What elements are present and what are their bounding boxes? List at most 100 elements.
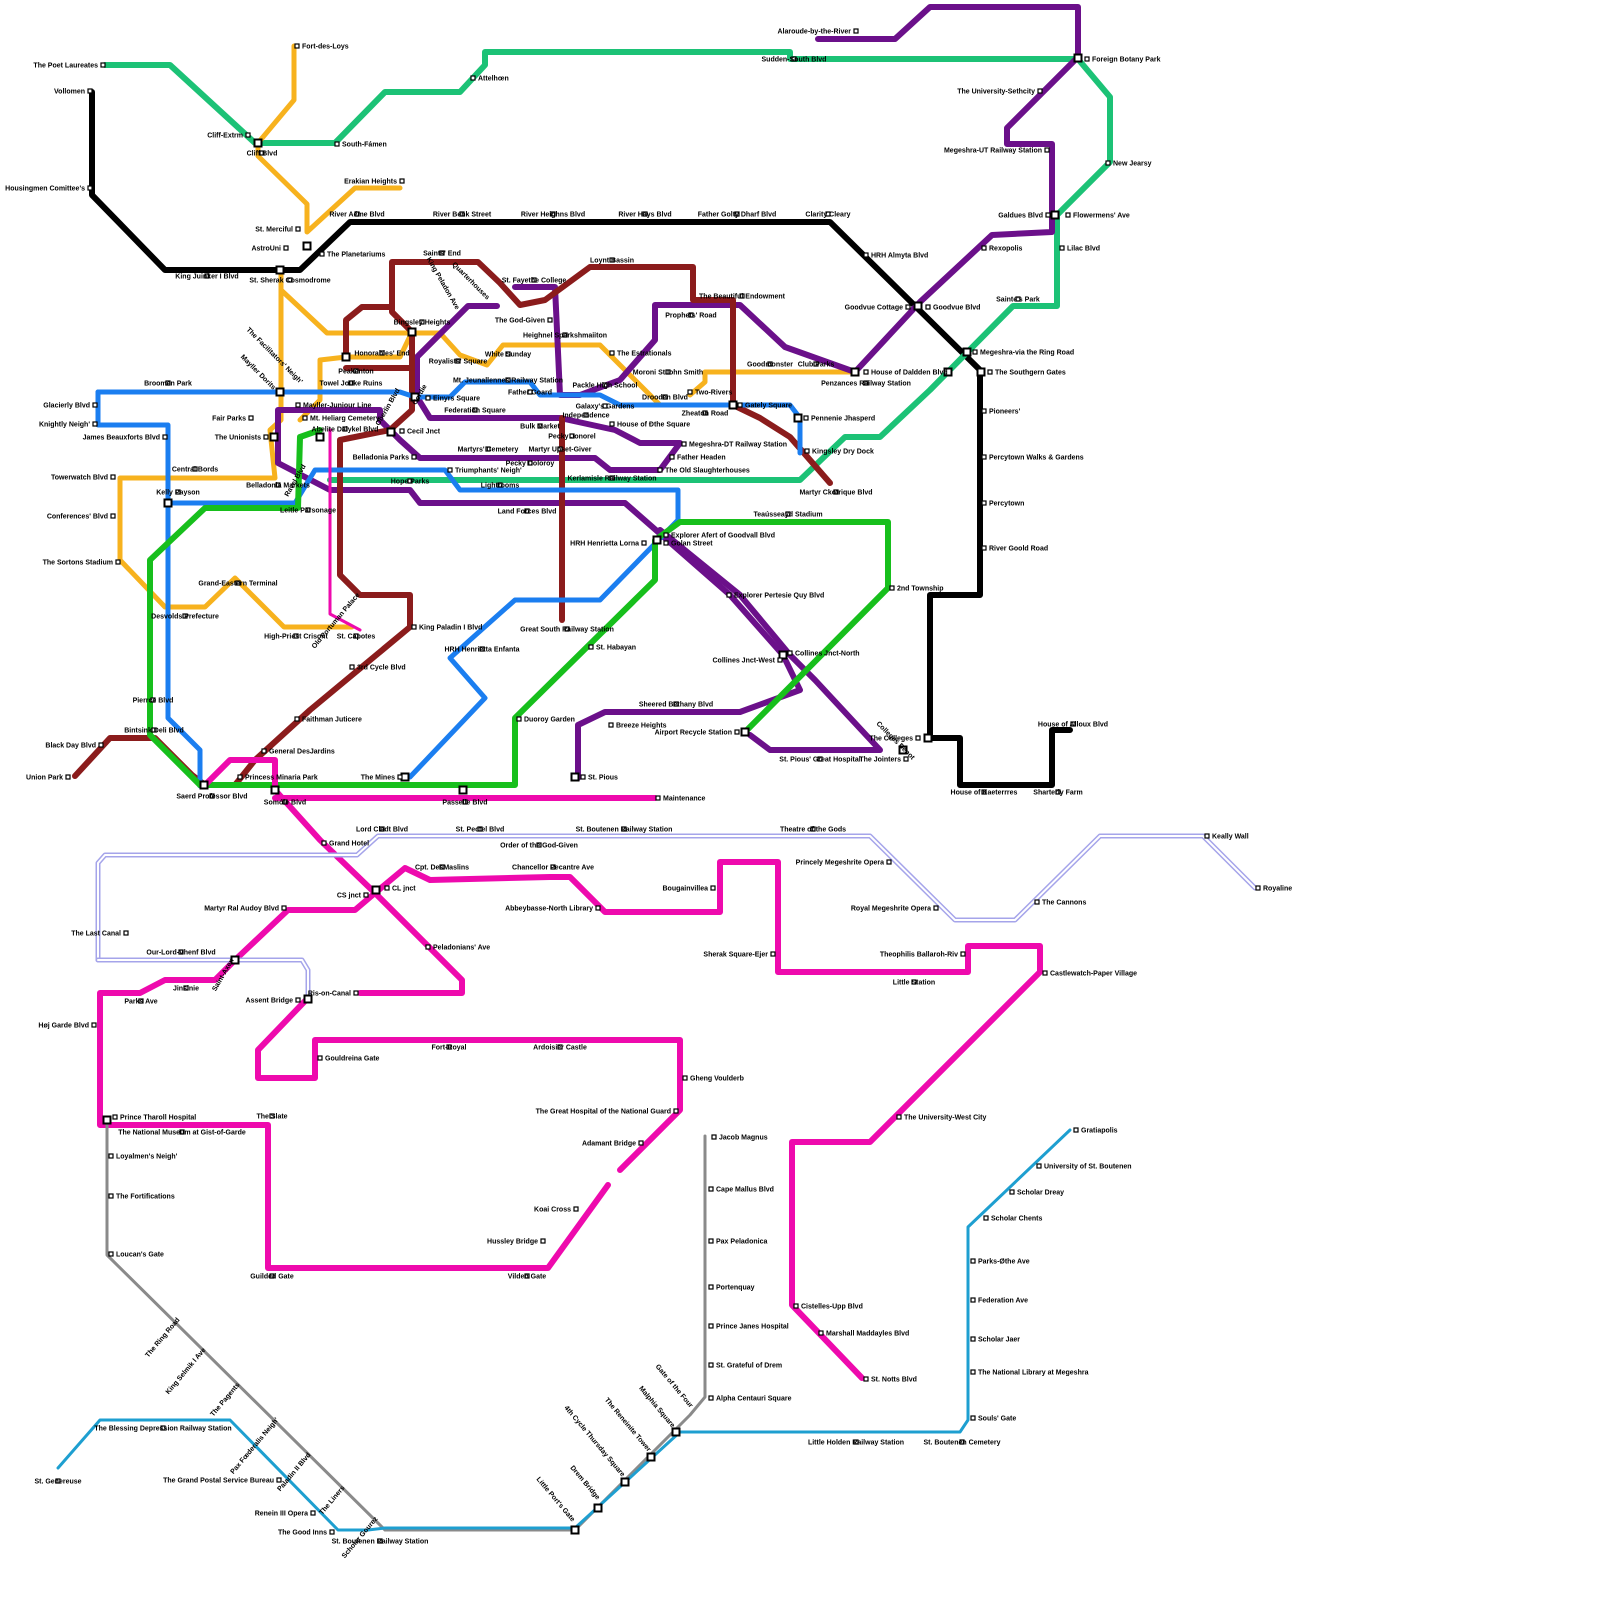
station-label[interactable]: The University-West City <box>904 1115 986 1122</box>
station-marker[interactable] <box>88 89 92 93</box>
interchange-marker[interactable] <box>572 1527 579 1534</box>
interchange-marker[interactable] <box>304 243 311 250</box>
interchange-marker[interactable] <box>409 329 416 336</box>
station-marker[interactable] <box>712 1135 716 1139</box>
interchange-marker[interactable] <box>730 402 737 409</box>
station-marker[interactable] <box>116 560 120 564</box>
station-label[interactable]: Martyr Upset-Giver <box>528 447 591 454</box>
interchange-marker[interactable] <box>373 887 380 894</box>
station-label[interactable]: Flowermens' Ave <box>1073 213 1130 220</box>
station-label[interactable]: St. Genereuse <box>34 1479 81 1486</box>
station-label[interactable]: Club Parks <box>798 362 835 369</box>
station-label[interactable]: Prophets' Road <box>665 313 716 320</box>
station-label[interactable]: Sharterly Farm <box>1033 790 1082 797</box>
station-marker[interactable] <box>709 1187 713 1191</box>
station-label[interactable]: Vollomen <box>54 89 85 96</box>
station-label[interactable]: Loucan's Gate <box>116 1252 164 1259</box>
station-label[interactable]: Towerwatch Blvd <box>51 475 108 482</box>
station-marker[interactable] <box>890 586 894 590</box>
station-label[interactable]: Moroni StJohn Smith <box>633 370 703 377</box>
station-label[interactable]: Hope Parks <box>391 479 430 486</box>
station-marker[interactable] <box>788 651 792 655</box>
station-label[interactable]: The God-Given <box>495 318 545 325</box>
station-marker[interactable] <box>111 514 115 518</box>
interchange-marker[interactable] <box>277 267 284 274</box>
station-label[interactable]: Towel Jouke Ruins <box>320 381 383 388</box>
station-label[interactable]: River Hays Blvd <box>618 212 671 219</box>
station-label[interactable]: River Benk Street <box>433 212 492 219</box>
station-label[interactable]: Rexopolis <box>989 246 1023 253</box>
station-label[interactable]: Pennenie Jhasperd <box>811 416 875 423</box>
station-label[interactable]: Alaroude-by-the-River <box>777 29 851 36</box>
station-label[interactable]: HRH Almyta Blvd <box>871 253 928 260</box>
station-label-rotated[interactable]: The Liners <box>318 1485 346 1517</box>
station-marker[interactable] <box>926 305 930 309</box>
station-marker[interactable] <box>982 409 986 413</box>
station-label[interactable]: Explorer Afert of Goodvall Blvd <box>671 533 775 540</box>
interchange-marker[interactable] <box>201 782 208 789</box>
station-marker[interactable] <box>596 906 600 910</box>
station-label[interactable]: Jinsinie <box>173 986 199 993</box>
station-marker[interactable] <box>897 1115 901 1119</box>
station-label[interactable]: Hussley Bridge <box>487 1239 538 1246</box>
station-marker[interactable] <box>1035 900 1039 904</box>
station-label[interactable]: Martyr Ckotrique Blvd <box>799 490 872 497</box>
station-label[interactable]: Royalists' Square <box>429 359 488 366</box>
station-marker[interactable] <box>296 403 300 407</box>
station-label[interactable]: Broomen Park <box>144 381 192 388</box>
station-label[interactable]: Heighnel Sparkshmaiiton <box>523 333 607 340</box>
station-marker[interactable] <box>124 931 128 935</box>
station-marker[interactable] <box>658 468 662 472</box>
station-marker[interactable] <box>1256 886 1260 890</box>
station-marker[interactable] <box>517 717 521 721</box>
station-label[interactable]: Mt. Heliarg Cemetery <box>310 416 380 423</box>
station-label[interactable]: The Unionists <box>215 435 261 442</box>
station-marker[interactable] <box>709 1285 713 1289</box>
station-marker[interactable] <box>93 403 97 407</box>
station-marker[interactable] <box>639 1141 643 1145</box>
station-label[interactable]: Prince Janes Hospital <box>716 1324 789 1331</box>
station-label[interactable]: Pecky Doloroy <box>506 461 555 468</box>
station-marker[interactable] <box>426 396 430 400</box>
station-label[interactable]: Cistelles-Upp Blvd <box>801 1304 863 1311</box>
station-marker[interactable] <box>335 142 339 146</box>
station-label[interactable]: Scholar Chents <box>991 1216 1042 1223</box>
station-label[interactable]: Parks-Øthe Ave <box>978 1259 1030 1266</box>
station-label[interactable]: Central Bords <box>172 467 218 474</box>
interchange-marker[interactable] <box>572 774 579 781</box>
station-label[interactable]: Koai Cross <box>534 1207 571 1214</box>
station-marker[interactable] <box>101 63 105 67</box>
station-marker[interactable] <box>448 468 452 472</box>
station-marker[interactable] <box>971 1298 975 1302</box>
station-marker[interactable] <box>794 1304 798 1308</box>
station-label[interactable]: Duoroy Garden <box>524 717 575 724</box>
station-label[interactable]: Princess Minaria Park <box>245 775 318 782</box>
station-label[interactable]: Independence <box>562 413 609 420</box>
station-marker[interactable] <box>412 625 416 629</box>
station-label[interactable]: Martyrs' Cemetery <box>458 447 519 454</box>
station-marker[interactable] <box>610 422 614 426</box>
station-label-rotated[interactable]: Malphia Square <box>637 1385 676 1429</box>
station-marker[interactable] <box>887 860 891 864</box>
interchange-marker[interactable] <box>277 389 284 396</box>
station-label[interactable]: Goodmonster <box>747 362 793 369</box>
station-marker[interactable] <box>688 390 692 394</box>
station-marker[interactable] <box>971 1259 975 1263</box>
station-label[interactable]: Explorer Pertesie Quy Blvd <box>734 593 824 600</box>
station-label[interactable]: The Grand Postal Service Bureau <box>163 1478 274 1485</box>
station-label[interactable]: Lilac Blvd <box>1067 246 1100 253</box>
interchange-marker[interactable] <box>165 500 172 507</box>
station-label[interactable]: Golan Street <box>671 541 713 548</box>
station-label[interactable]: Saerd Professor Blvd <box>176 794 247 801</box>
station-label[interactable]: Pierrce Blvd <box>133 698 174 705</box>
station-label[interactable]: The Last Canal <box>71 931 121 938</box>
station-label[interactable]: Peladonians' Ave <box>433 945 490 952</box>
station-label[interactable]: Prince Tharoll Hospital <box>120 1115 196 1122</box>
station-label[interactable]: Collines Jnct-North <box>795 651 860 658</box>
station-label[interactable]: The Southgern Gates <box>995 370 1066 377</box>
interchange-marker[interactable] <box>742 729 749 736</box>
station-marker[interactable] <box>934 906 938 910</box>
station-label[interactable]: Gratiapolis <box>1081 1128 1118 1135</box>
station-label[interactable]: Honorables' End <box>354 351 409 358</box>
station-label[interactable]: Lord Cladt Blvd <box>356 827 408 834</box>
